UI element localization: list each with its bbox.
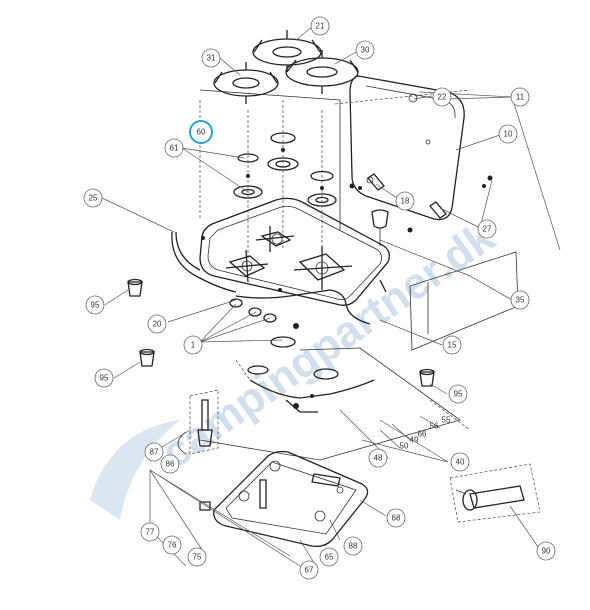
control-valves (229, 279, 387, 329)
hob-top-plate (199, 197, 390, 306)
callouts: 21 30 31 22 11 10 60 61 18 27 25 35 95 2… (83, 16, 556, 580)
callout-30: 30 (355, 40, 375, 60)
callout-65: 65 (319, 547, 339, 567)
callout-48: 48 (368, 448, 388, 468)
callout-50: 50 (400, 442, 409, 451)
pan-support-21 (252, 30, 322, 72)
callout-68: 68 (386, 508, 406, 528)
svg-text:21: 21 (316, 22, 325, 31)
callout-21: 21 (310, 16, 330, 36)
callout-95-a: 95 (85, 295, 105, 315)
svg-text:10: 10 (504, 130, 513, 139)
callout-90: 90 (536, 541, 556, 561)
svg-text:66: 66 (418, 430, 427, 439)
svg-text:68: 68 (392, 514, 401, 523)
callout-31: 31 (201, 48, 221, 68)
rubber-feet (127, 278, 435, 387)
callout-18: 18 (395, 191, 415, 211)
svg-text:11: 11 (516, 93, 525, 102)
callout-76: 76 (162, 535, 182, 555)
svg-text:65: 65 (325, 553, 334, 562)
callout-49: 49 (410, 436, 419, 445)
svg-text:15: 15 (448, 341, 457, 350)
callout-75: 75 (187, 547, 207, 567)
callout-95-c: 95 (448, 384, 468, 404)
svg-text:77: 77 (146, 528, 155, 537)
hinge-parts (349, 173, 493, 246)
bottom-tray (199, 450, 369, 548)
callout-15: 15 (442, 335, 462, 355)
callout-88: 88 (343, 536, 363, 556)
svg-text:20: 20 (153, 320, 162, 329)
callout-56: 56 (430, 422, 439, 431)
svg-text:95: 95 (91, 301, 100, 310)
callout-35: 35 (510, 290, 530, 310)
svg-text:87: 87 (150, 448, 159, 457)
callout-20: 20 (147, 314, 167, 334)
svg-text:50: 50 (400, 442, 409, 451)
svg-text:67: 67 (305, 566, 314, 575)
svg-text:27: 27 (483, 225, 492, 234)
pan-support-30 (285, 50, 359, 94)
svg-text:95: 95 (100, 374, 109, 383)
svg-text:18: 18 (401, 197, 410, 206)
callout-25: 25 (83, 188, 103, 208)
svg-text:55: 55 (442, 416, 451, 425)
callout-27: 27 (477, 219, 497, 239)
svg-text:25: 25 (89, 194, 98, 203)
svg-text:61: 61 (170, 144, 179, 153)
callout-11: 11 (510, 87, 530, 107)
callout-66: 66 (418, 430, 427, 439)
svg-text:1: 1 (191, 341, 196, 350)
callout-67: 67 (299, 560, 319, 580)
svg-text:60: 60 (197, 128, 206, 137)
callout-55: 55 (442, 416, 451, 425)
svg-text:22: 22 (438, 93, 447, 102)
lower-burner-tray (199, 336, 471, 461)
svg-text:95: 95 (454, 390, 463, 399)
svg-text:76: 76 (168, 541, 177, 550)
callout-10: 10 (498, 124, 518, 144)
callout-22: 22 (432, 87, 452, 107)
upper-burners (233, 100, 337, 270)
callout-40: 40 (450, 452, 470, 472)
callout-77: 77 (140, 522, 160, 542)
callout-95-b: 95 (94, 368, 114, 388)
svg-text:90: 90 (542, 547, 551, 556)
svg-text:56: 56 (430, 422, 439, 431)
callout-60-highlighted: 60 (189, 120, 213, 144)
svg-text:40: 40 (456, 458, 465, 467)
svg-text:30: 30 (361, 46, 370, 55)
svg-text:49: 49 (410, 436, 419, 445)
svg-text:86: 86 (166, 460, 175, 469)
svg-text:48: 48 (374, 454, 383, 463)
callout-86: 86 (160, 454, 180, 474)
gas-connector (449, 463, 541, 523)
svg-text:31: 31 (207, 54, 216, 63)
callout-61: 61 (164, 138, 184, 158)
gas-pipe (171, 231, 371, 325)
svg-text:88: 88 (349, 542, 358, 551)
svg-text:75: 75 (193, 553, 202, 562)
callout-1: 1 (183, 335, 203, 355)
svg-text:35: 35 (516, 296, 525, 305)
callout-87: 87 (144, 442, 164, 462)
pan-support-31 (213, 62, 279, 104)
